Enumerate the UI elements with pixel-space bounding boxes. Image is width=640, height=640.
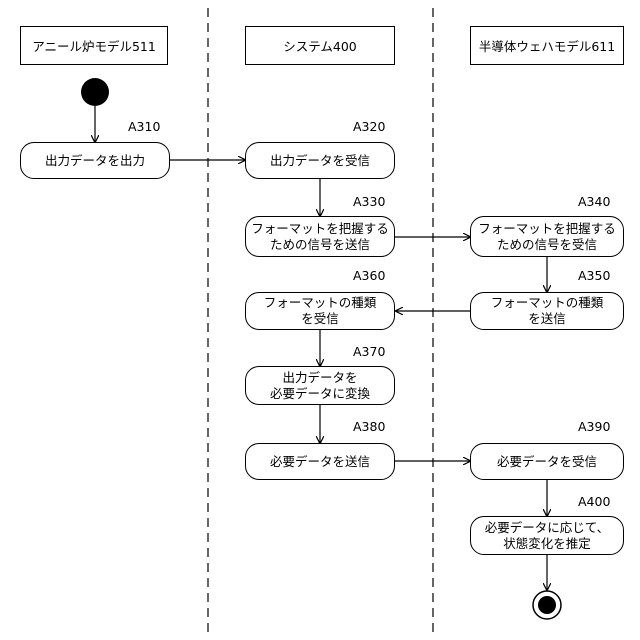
activity-node-a340: フォーマットを把握する ための信号を受信 — [470, 216, 624, 257]
activity-label-a310-line1: 出力データを出力 — [45, 153, 145, 169]
activity-node-a360: フォーマットの種類 を受信 — [245, 292, 395, 330]
activity-label-a350-line2: を送信 — [528, 311, 566, 327]
activity-label-a360-line1: フォーマットの種類 — [264, 295, 377, 311]
activity-node-a390: 必要データを受信 — [470, 443, 624, 480]
step-id-a400: A400 — [578, 494, 610, 509]
step-id-a330: A330 — [353, 194, 385, 209]
start-node — [81, 78, 109, 106]
activity-label-a400-line2: 状態変化を推定 — [503, 536, 591, 552]
activity-label-a330-line1: フォーマットを把握する — [251, 221, 389, 237]
activity-label-a340-line2: ための信号を受信 — [497, 237, 597, 253]
activity-node-a310: 出力データを出力 — [20, 142, 170, 179]
activity-node-a380: 必要データを送信 — [245, 443, 395, 480]
activity-node-a400: 必要データに応じて、 状態変化を推定 — [470, 516, 624, 555]
lane-header-annealing-furnace-model: アニール炉モデル511 — [20, 26, 168, 65]
end-node-inner — [538, 596, 556, 614]
activity-label-a370-line2: 必要データに変換 — [270, 386, 370, 402]
activity-label-a360-line2: を受信 — [301, 311, 339, 327]
step-id-a380: A380 — [353, 419, 385, 434]
activity-label-a320-line1: 出力データを受信 — [270, 153, 370, 169]
step-id-a370: A370 — [353, 344, 385, 359]
activity-label-a400-line1: 必要データに応じて、 — [485, 520, 609, 536]
activity-label-a390-line1: 必要データを受信 — [497, 454, 597, 470]
step-id-a390: A390 — [578, 419, 610, 434]
activity-label-a340-line1: フォーマットを把握する — [478, 221, 616, 237]
lane-header-system: システム400 — [245, 26, 395, 65]
step-id-a340: A340 — [578, 194, 610, 209]
activity-label-a350-line1: フォーマットの種類 — [491, 295, 604, 311]
step-id-a320: A320 — [353, 119, 385, 134]
activity-node-a330: フォーマットを把握する ための信号を送信 — [245, 216, 395, 257]
step-id-a360: A360 — [353, 268, 385, 283]
step-id-a350: A350 — [578, 268, 610, 283]
step-id-a310: A310 — [128, 119, 160, 134]
activity-node-a350: フォーマットの種類 を送信 — [470, 292, 624, 330]
activity-node-a370: 出力データを 必要データに変換 — [245, 366, 395, 405]
activity-label-a380-line1: 必要データを送信 — [270, 454, 370, 470]
activity-label-a330-line2: ための信号を送信 — [270, 237, 370, 253]
lane-header-semiconductor-wafer-model: 半導体ウェハモデル611 — [470, 26, 624, 65]
activity-node-a320: 出力データを受信 — [245, 142, 395, 179]
activity-label-a370-line1: 出力データを — [282, 370, 357, 386]
